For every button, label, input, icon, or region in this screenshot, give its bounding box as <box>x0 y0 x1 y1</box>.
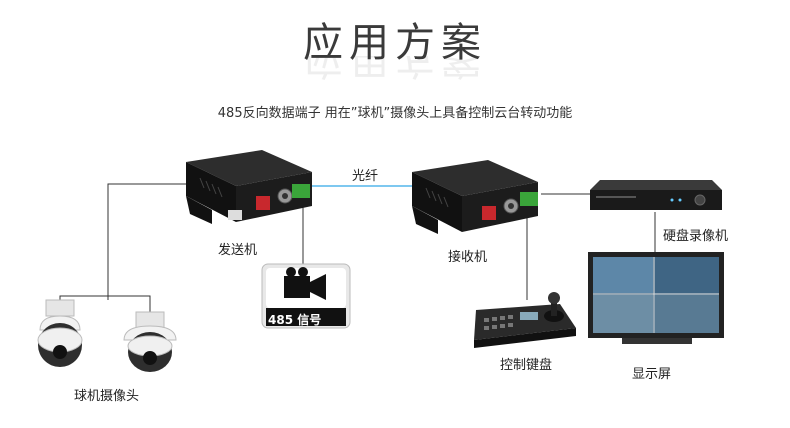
receiver-device <box>412 160 538 234</box>
dome-camera-left <box>37 299 83 367</box>
dome-camera-right <box>123 311 177 372</box>
keyboard-device <box>474 292 576 348</box>
dvr-label: 硬盘录像机 <box>663 229 729 244</box>
monitor-device <box>588 252 724 344</box>
connection-wires <box>59 183 656 312</box>
receiver-label: 接收机 <box>448 250 488 265</box>
camera-label: 球机摄像头 <box>74 389 140 404</box>
page-subtitle: 485反向数据端子 用在”球机”摄像头上具备控制云台转动功能 <box>217 106 573 121</box>
video-camera-icon <box>284 267 326 300</box>
page-title: 应用方案 <box>303 20 487 66</box>
signal-485-label: 485 信号 <box>268 313 322 327</box>
keyboard-label: 控制键盘 <box>500 358 553 373</box>
camera-to-transmitter-wire <box>107 183 192 300</box>
signal-485-badge <box>261 263 351 329</box>
camera-bus-wire <box>59 295 151 312</box>
fiber-label: 光纤 <box>352 169 379 184</box>
dvr-device <box>590 180 722 210</box>
transmitter-device <box>186 150 312 224</box>
transmitter-label: 发送机 <box>218 243 258 258</box>
monitor-label: 显示屏 <box>632 367 672 382</box>
